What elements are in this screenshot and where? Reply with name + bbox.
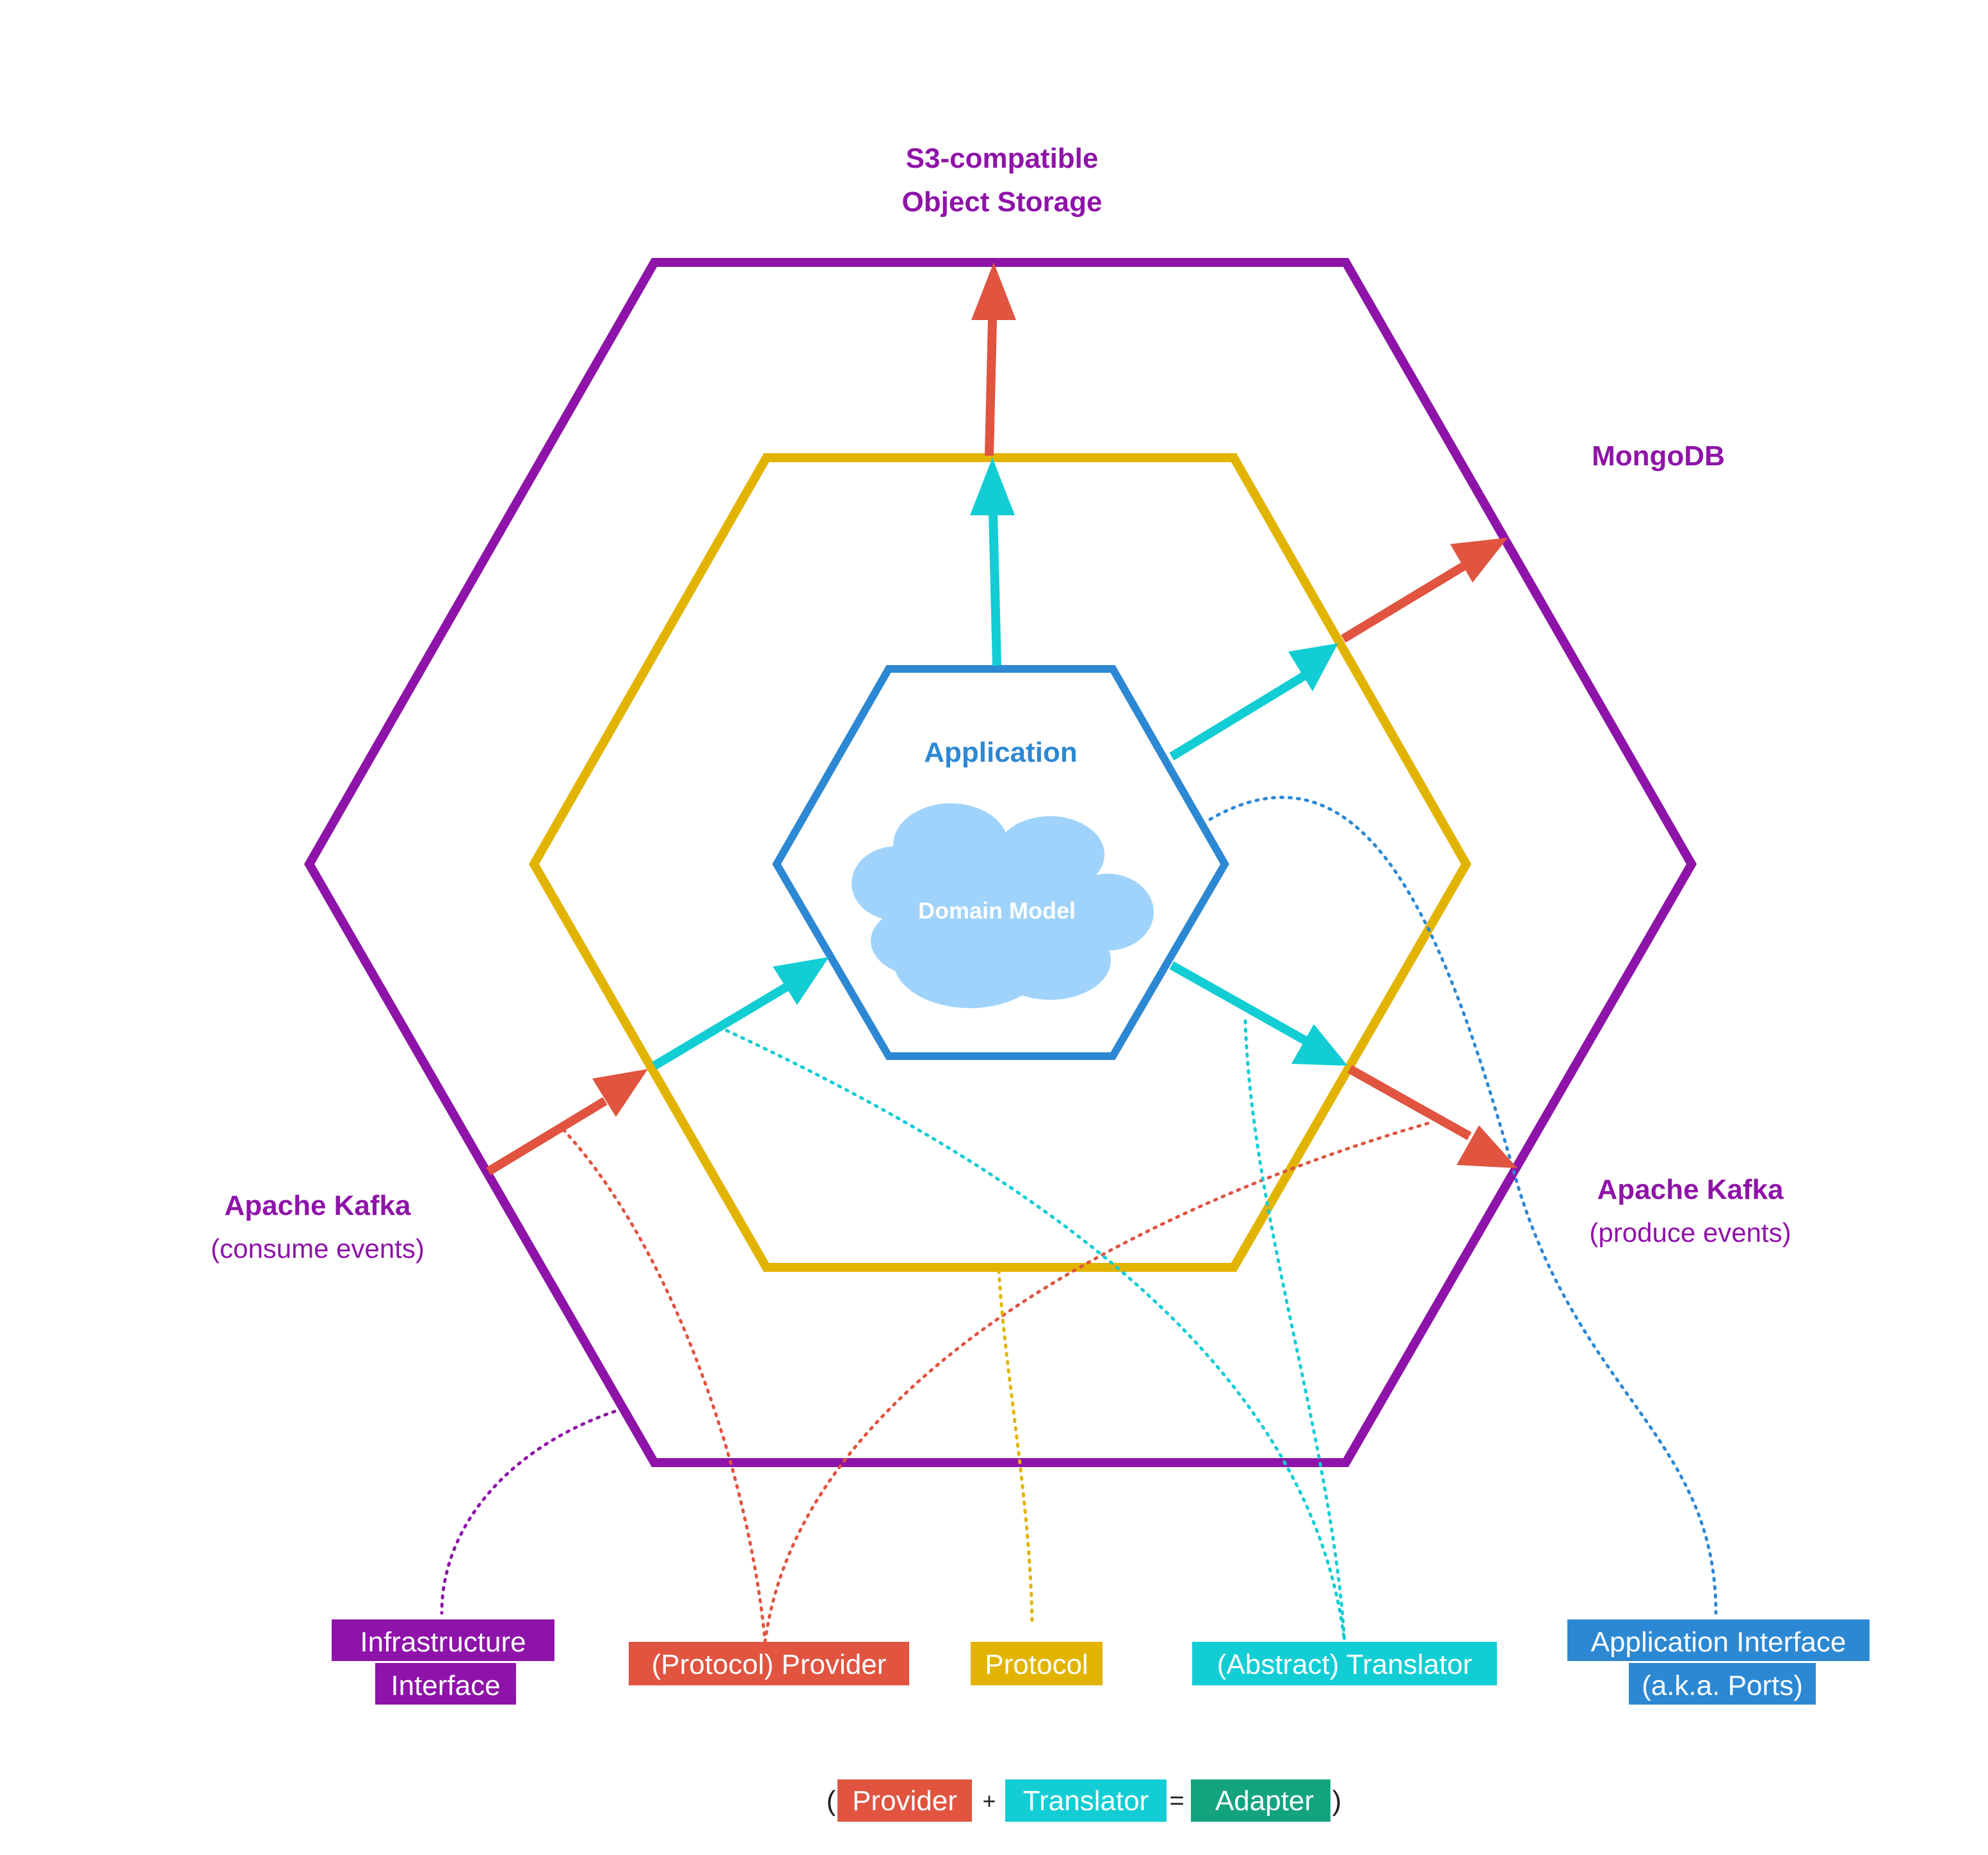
- provider-arrow-kafka-in-head: [592, 1069, 648, 1117]
- translator-arrow-kafka-in-head: [773, 957, 829, 1005]
- legend-provider: (Protocol) Provider: [629, 1642, 909, 1685]
- translator-arrows: [652, 458, 1348, 1070]
- equation-open-paren: (: [827, 1785, 836, 1817]
- legend-app-interface-line1: Application Interface: [1591, 1626, 1847, 1658]
- provider-leader-right: [763, 1121, 1430, 1644]
- s3-label-line2: Object Storage: [902, 186, 1103, 218]
- translator-arrow-mongo-head: [1288, 643, 1338, 691]
- translator-arrow-mongo-shaft: [1169, 671, 1309, 760]
- translator-arrow-up-shaft: [989, 511, 1001, 666]
- domain-model-cloud: [852, 803, 1154, 1008]
- equation-translator: Translator: [1023, 1785, 1149, 1817]
- infrastructure-leader: [440, 1409, 617, 1615]
- legend-protocol-label: Protocol: [985, 1649, 1088, 1680]
- provider-arrow-mongo-shaft: [1341, 561, 1469, 643]
- application-title: Application: [924, 737, 1078, 768]
- provider-arrow-mongo-head: [1450, 538, 1508, 582]
- infrastructure-hexagon: [303, 258, 1697, 1467]
- protocol-leader: [997, 1269, 1034, 1628]
- translator-arrow-up-head: [970, 458, 1015, 515]
- equation-adapter: Adapter: [1215, 1785, 1314, 1817]
- s3-label-line1: S3-compatible: [906, 143, 1099, 174]
- legend-infrastructure-line2: Interface: [391, 1670, 500, 1701]
- legend-translator-label: (Abstract) Translator: [1217, 1649, 1473, 1680]
- provider-arrow-kafka-out-shaft: [1347, 1064, 1472, 1141]
- mongodb-label: MongoDB: [1592, 440, 1725, 472]
- kafka-produce-title: Apache Kafka: [1597, 1174, 1784, 1205]
- provider-arrow-s3-shaft: [985, 319, 997, 456]
- equation-close-paren: ): [1332, 1785, 1342, 1817]
- translator-leader-right: [1243, 1019, 1346, 1644]
- domain-model-label: Domain Model: [918, 897, 1076, 924]
- legend-app-interface: Application Interface (a.k.a. Ports): [1567, 1619, 1870, 1705]
- provider-arrow-s3-head: [971, 262, 1016, 320]
- provider-arrows: [486, 262, 1517, 1175]
- translator-leader-left: [725, 1029, 1346, 1644]
- equation-equals: =: [1169, 1787, 1184, 1815]
- legend-infrastructure-line1: Infrastructure: [360, 1626, 526, 1658]
- application-hexagon: [772, 665, 1229, 1060]
- adapter-equation: ( Provider + Translator = Adapter ): [827, 1779, 1342, 1822]
- provider-arrow-kafka-out-head: [1457, 1125, 1517, 1168]
- provider-leader-left: [562, 1128, 767, 1644]
- equation-plus: +: [982, 1788, 996, 1814]
- legend-protocol: Protocol: [971, 1642, 1103, 1685]
- protocol-hexagon: [528, 453, 1472, 1272]
- translator-arrow-kafka-out-shaft: [1169, 961, 1315, 1049]
- kafka-consume-subtitle: (consume events): [211, 1233, 424, 1264]
- equation-provider: Provider: [852, 1785, 957, 1817]
- legend-app-interface-line2: (a.k.a. Ports): [1642, 1670, 1803, 1701]
- translator-arrow-kafka-in-shaft: [652, 978, 796, 1070]
- translator-arrow-kafka-out-head: [1291, 1024, 1348, 1066]
- provider-arrow-kafka-in-shaft: [486, 1097, 608, 1175]
- legend-provider-label: (Protocol) Provider: [652, 1649, 887, 1680]
- legend-infrastructure: Infrastructure Interface: [332, 1619, 554, 1705]
- legend-translator: (Abstract) Translator: [1192, 1642, 1497, 1685]
- kafka-consume-title: Apache Kafka: [224, 1190, 411, 1221]
- kafka-produce-subtitle: (produce events): [1589, 1217, 1791, 1248]
